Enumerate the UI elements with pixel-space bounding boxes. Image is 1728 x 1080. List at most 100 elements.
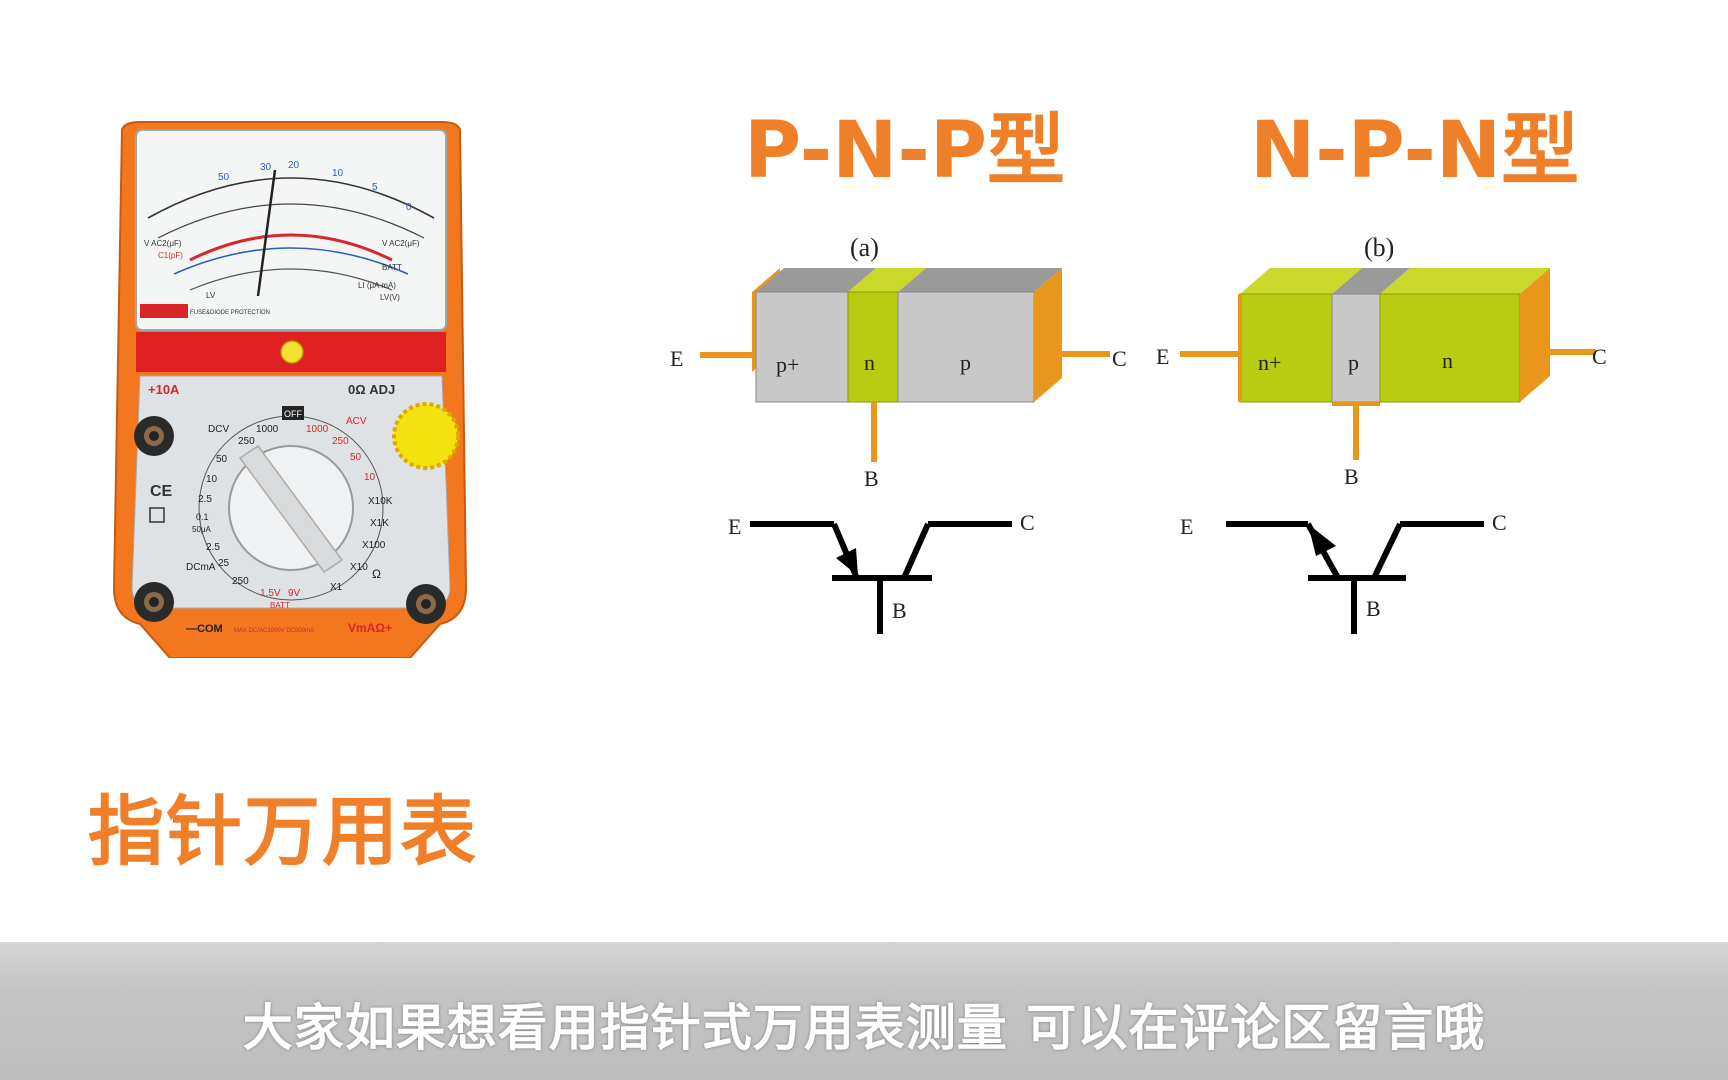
scale-num-3: 20 [288,160,300,171]
range-dcv-50: 50 [216,454,228,465]
npn-c-label: C [1592,344,1607,369]
range-dcv-0.1: 0.1 [196,512,209,522]
npn-p-top [1332,268,1410,294]
range-acv-250: 250 [332,436,349,447]
range-x100: X100 [362,540,386,551]
scale-num-2: 30 [260,162,272,173]
npn-region-label-2: p [1348,350,1359,375]
pnp-p-plus-region [755,291,849,403]
npn-symbol-b: B [1366,596,1381,621]
range-dcv-1000: 1000 [256,424,279,435]
scale-num-5: 5 [372,182,378,193]
pnp-b-label: B [864,466,879,491]
jack-10a[interactable] [134,416,174,456]
range-acv-50: 50 [350,452,362,463]
pnp-label: (a) [850,233,879,262]
com-label: —COM [186,623,223,635]
meter-scale-arc [147,177,435,219]
range-ohm: Ω [372,567,381,581]
scale-vac-right: V AC2(μF) [382,239,420,248]
pnp-symbol-arrow [836,548,858,576]
off-marker-bg [282,406,304,420]
npn-symbol-collector-diag [1371,522,1403,580]
meter-scale-arc-2 [157,203,425,239]
npn-e-label: E [1156,344,1169,369]
npn-n-plus-top [1240,268,1362,294]
pnp-e-label: E [670,346,683,371]
npn-b-label: B [1344,464,1359,489]
jack-vma[interactable] [406,584,446,624]
subtitle-bar: 大家如果想看用指针式万用表测量 可以在评论区留言哦 [0,942,1728,1080]
meter-title: 指针万用表 [88,787,478,876]
pnp-region-label-3: p [960,350,971,375]
pnp-symbol-e: E [728,514,741,539]
mechanical-zero-screw[interactable] [280,340,304,364]
zero-adj-label: 0Ω ADJ [348,382,395,397]
fuse-note: FUSE&DIODE PROTECTION [190,310,270,316]
scale-cf: C1(pF) [158,251,183,260]
batt-label: BATT [270,601,290,610]
range-9v: 9V [288,588,301,599]
npn-n-region [1379,293,1521,403]
npn-region-label-3: n [1442,348,1453,373]
range-dcv-250: 250 [238,436,255,447]
vma-label: VmAΩ+ [348,621,392,635]
pnp-symbol-b: B [892,598,907,623]
npn-label: (b) [1364,233,1394,262]
npn-p-region [1331,293,1381,403]
npn-symbol-arrow [1308,524,1336,556]
scale-num-4: 10 [332,168,344,179]
ce-mark: CE [150,483,173,500]
range-dcma-2.5: 2.5 [206,542,220,553]
fuse-logo-box [140,304,188,318]
pnp-n-region [847,291,899,403]
range-dcma-250: 250 [232,576,249,587]
pnp-symbol-collector-diag [901,522,931,580]
zero-adj-knob[interactable] [392,402,460,470]
warning-label: MAX DC/AC1000V DC500mA [234,628,314,634]
scale-lvv: LV(V) [380,293,400,302]
knob-grip [238,444,344,574]
range-dcma-25: 25 [218,558,230,569]
subtitle-text: 大家如果想看用指针式万用表测量 可以在评论区留言哦 [242,999,1486,1057]
npn-n-plus-region [1239,293,1333,403]
range-dcv-10: 10 [206,474,218,485]
range-x10k: X10K [368,496,393,507]
range-x1: X1 [330,582,343,593]
range-x10: X10 [350,562,368,573]
scale-li: LI (μA mA) [358,281,396,290]
range-acv-10: 10 [364,472,376,483]
meter-scale-arc-3 [189,268,393,291]
npn-structure-diagram: (b) n+ p n E C B E C B [1156,233,1607,634]
range-50ua: 50μA [192,525,212,534]
pnp-symbol-c: C [1020,510,1035,535]
pnp-region-label-2: n [864,350,875,375]
pnp-structure-diagram: (a) p+ n p E C B E C B [670,233,1127,634]
range-1.5v: 1.5V [260,588,281,599]
off-label: OFF [284,409,302,419]
npn-symbol-e: E [1180,514,1193,539]
pnp-p-top [898,268,1062,292]
port-10a-label: +10A [148,382,180,397]
npn-right-contact [1520,268,1550,402]
pnp-title: P-N-P型 [744,106,1065,196]
jack-com[interactable] [134,582,174,622]
double-insulation-icon [149,507,165,523]
meter-display-window [135,129,447,331]
npn-n-top [1380,268,1550,294]
npn-title: N-P-N型 [1250,106,1580,196]
meter-scale-arc-blue [173,247,409,275]
dcv-label: DCV [208,424,229,435]
pnp-n-top [848,268,926,292]
range-acv-1000: 1000 [306,424,329,435]
npn-region-label-1: n+ [1258,350,1281,375]
scale-num-1: 50 [218,172,230,183]
dcma-label: DCmA [186,562,216,573]
pnp-region-label-1: p+ [776,352,799,377]
range-x1k: X1K [370,518,389,529]
pnp-right-contact [1034,268,1062,402]
scale-batt: BATT [382,263,402,272]
pnp-p-region [897,291,1035,403]
pnp-c-label: C [1112,346,1127,371]
npn-symbol-c: C [1492,510,1507,535]
